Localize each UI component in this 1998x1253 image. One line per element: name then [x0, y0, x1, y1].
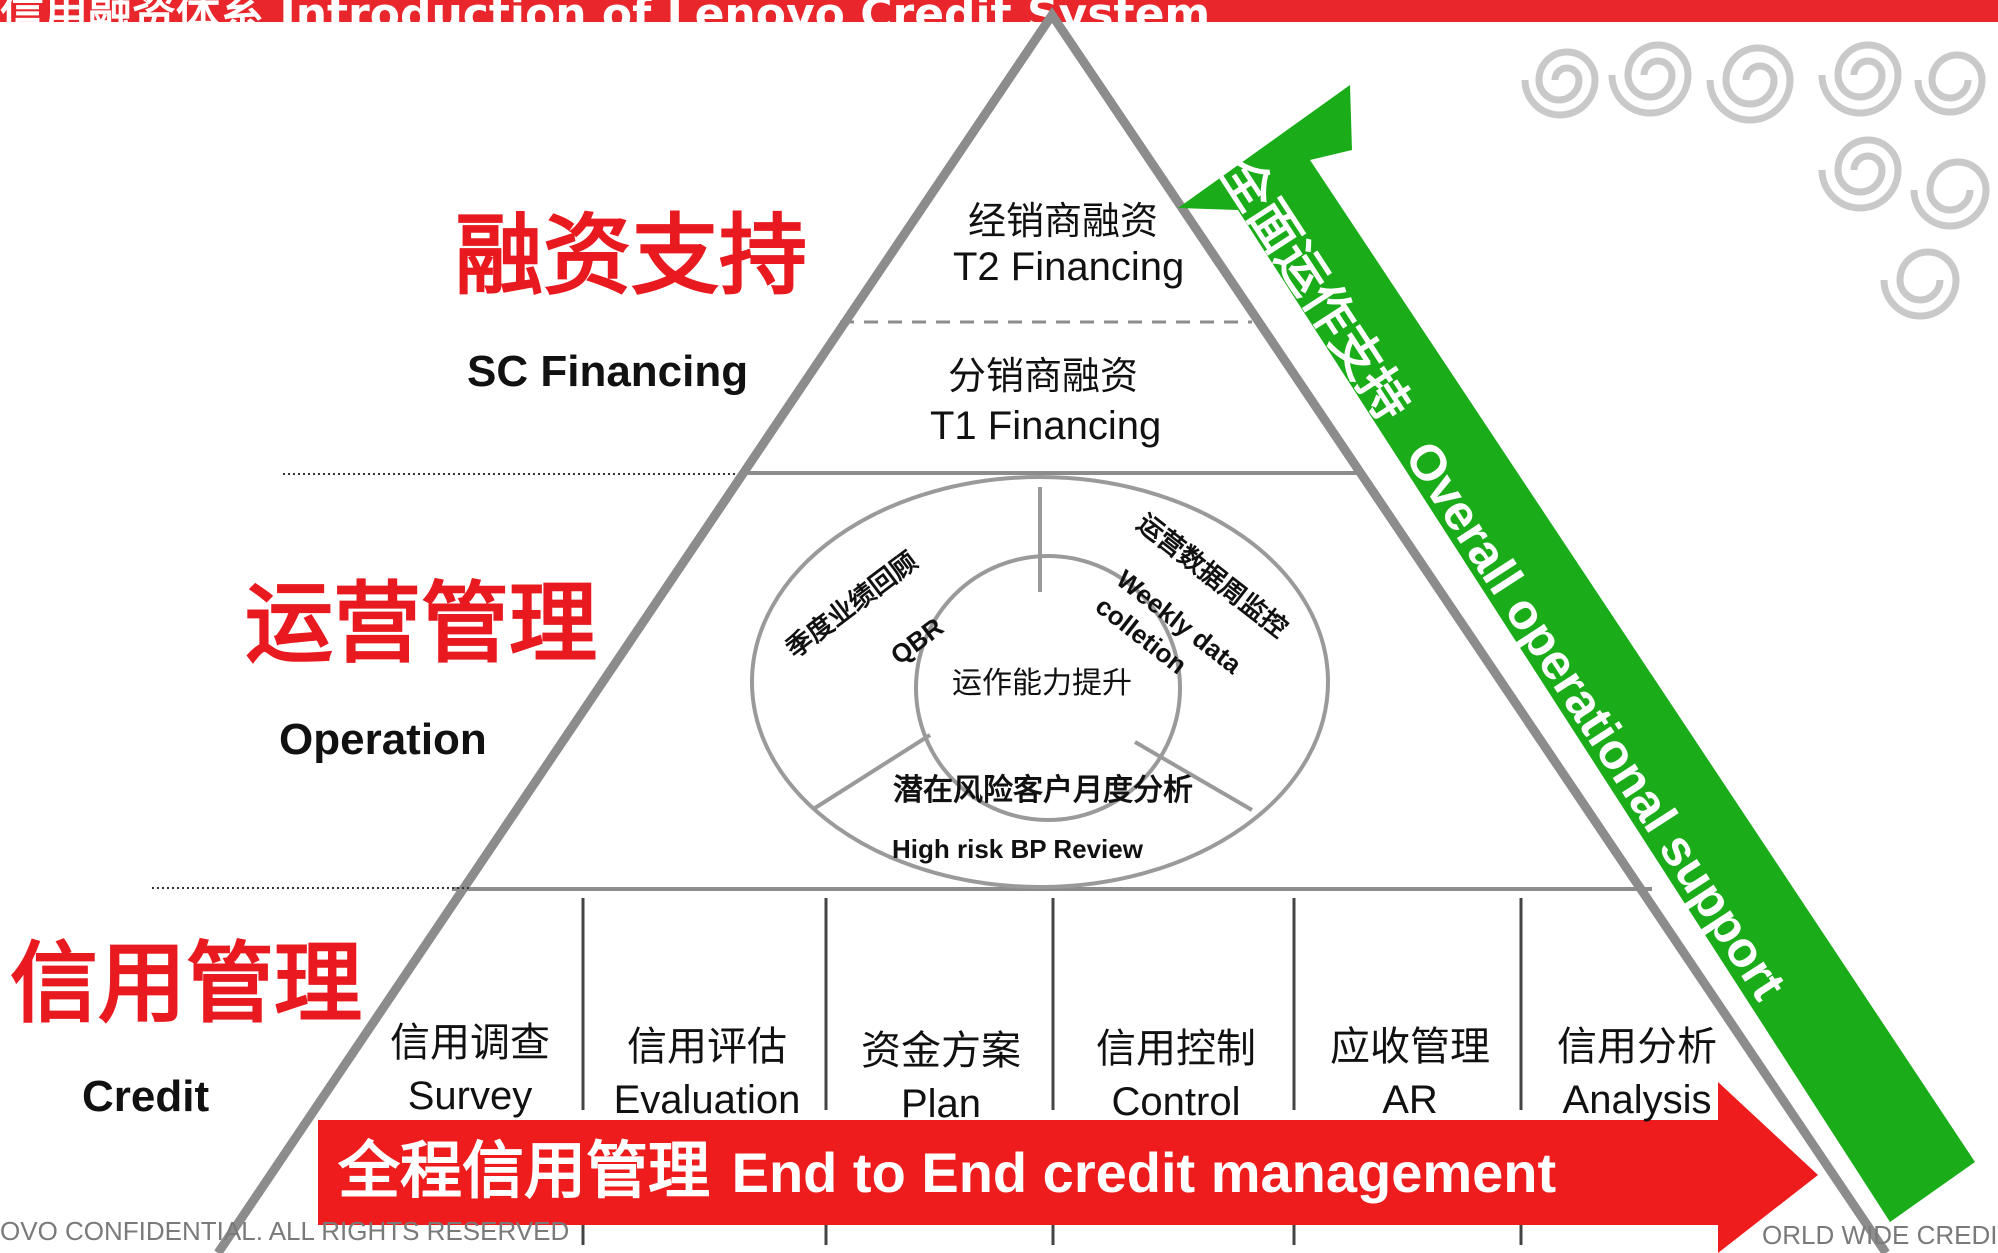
- swirl-decoration: [1521, 41, 1990, 320]
- credit-column-en: AR: [1382, 1078, 1438, 1122]
- circle-divider-left: [813, 733, 932, 810]
- t2-financing-cn: 经销商融资: [968, 199, 1159, 243]
- operation-inner-circle: [914, 554, 1182, 822]
- bottom-arrow-cn: 全程信用管理: [338, 1134, 711, 1207]
- financing-heading-cn: 融资支持: [455, 204, 808, 307]
- pyramid-outline: [214, 6, 1890, 1253]
- credit-column-cn: 信用评估: [627, 1024, 787, 1070]
- credit-column-cn: 信用控制: [1096, 1026, 1256, 1072]
- credit-column-ar: 应收管理 AR: [1304, 1014, 1516, 1123]
- credit-heading-cn: 信用管理: [10, 932, 363, 1035]
- page-title: 信用融资体系 Introduction of Lenovo Credit Sys…: [0, 0, 1210, 22]
- credit-column-cn: 资金方案: [861, 1028, 1021, 1074]
- financing-heading-en: SC Financing: [467, 347, 749, 396]
- credit-heading-en: Credit: [82, 1072, 210, 1121]
- credit-column-en: Evaluation: [613, 1078, 801, 1122]
- swirl-icon: [1521, 41, 1990, 320]
- credit-column-en: Plan: [900, 1082, 982, 1126]
- credit-column-en: Survey: [407, 1074, 533, 1118]
- green-support-arrow: [1178, 85, 1975, 1222]
- risk-cn: 潜在风险客户月度分析: [893, 773, 1193, 808]
- operation-outer-ellipse: [750, 475, 1330, 889]
- t2-financing-en: T2 Financing: [953, 245, 1185, 289]
- operation-heading-cn: 运营管理: [245, 572, 598, 675]
- credit-column-dividers: [581, 898, 1523, 1245]
- credit-column-cn: 应收管理: [1330, 1024, 1490, 1070]
- red-credit-arrow: [318, 1082, 1818, 1253]
- bottom-arrow-en: End to End credit management: [731, 1141, 1557, 1204]
- operation-heading-en: Operation: [279, 715, 487, 764]
- operation-center-label: 运作能力提升: [952, 666, 1132, 701]
- bottom-arrow-label: 全程信用管理 End to End credit management: [338, 1140, 1556, 1202]
- t1-financing-cn: 分销商融资: [948, 354, 1139, 398]
- credit-column-cn: 信用分析: [1557, 1024, 1717, 1070]
- title-band: 信用融资体系 Introduction of Lenovo Credit Sys…: [0, 0, 1998, 22]
- credit-column-analysis: 信用分析 Analysis: [1531, 1014, 1743, 1123]
- credit-column-plan: 资金方案 Plan: [836, 1018, 1046, 1127]
- credit-column-cn: 信用调查: [390, 1020, 550, 1066]
- credit-column-en: Control: [1111, 1080, 1241, 1124]
- footer-confidential: OVO CONFIDENTIAL. ALL RIGHTS RESERVED: [0, 1216, 570, 1246]
- credit-column-en: Analysis: [1562, 1078, 1712, 1122]
- circle-divider-right: [1133, 740, 1254, 812]
- footer-right: ORLD WIDE CREDIT: [1762, 1220, 1998, 1250]
- credit-column-evaluation: 信用评估 Evaluation: [593, 1014, 821, 1123]
- credit-column-survey: 信用调查 Survey: [373, 1010, 567, 1119]
- t1-financing-en: T1 Financing: [930, 404, 1162, 448]
- credit-column-control: 信用控制 Control: [1063, 1016, 1289, 1125]
- risk-en: High risk BP Review: [892, 834, 1143, 864]
